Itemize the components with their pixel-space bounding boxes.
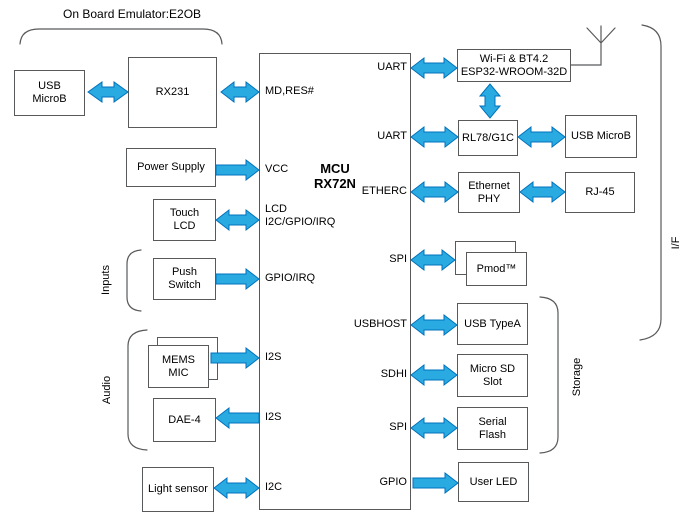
interface-bracket: [639, 24, 662, 341]
port-md-res: MD,RES#: [265, 85, 314, 97]
antenna-icon: [570, 25, 616, 66]
port-etherc: ETHERC: [361, 185, 407, 197]
port-uart-wifi: UART: [377, 61, 407, 73]
box-usb-microb-right: USB MicroB: [565, 115, 637, 158]
arrow-etherc-phy: [410, 180, 459, 204]
arrow-gpio-userled: [412, 471, 459, 495]
box-light-sensor: Light sensor: [142, 467, 214, 512]
audio-bracket: [127, 329, 148, 451]
storage-bracket: [539, 296, 559, 454]
audio-group-label: Audio: [101, 375, 113, 405]
port-lcd: LCD I2C/GPIO/IRQ: [265, 203, 336, 228]
port-usbhost: USBHOST: [353, 318, 407, 330]
box-wifi-module: Wi-Fi & BT4.2 ESP32-WROOM-32D: [457, 49, 571, 82]
inputs-bracket: [126, 249, 142, 312]
arrow-rx231-mdres: [220, 80, 260, 104]
storage-group-label: Storage: [571, 357, 583, 397]
box-serial-flash: Serial Flash: [457, 407, 528, 450]
mcu-title: MCU RX72N: [314, 161, 356, 191]
box-mems-mic: MEMS MIC: [148, 345, 209, 388]
box-micro-sd: Micro SD Slot: [457, 354, 528, 397]
inputs-group-label: Inputs: [100, 265, 112, 295]
arrow-powersupply-vcc: [215, 158, 260, 182]
arrow-usbhost-usbtypea: [410, 313, 458, 337]
port-i2c: I2C: [265, 481, 283, 493]
arrow-i2s-dae4: [215, 406, 260, 430]
arrow-rl78-usbmicrob: [517, 125, 566, 149]
box-power-supply: Power Supply: [126, 148, 216, 187]
box-user-led: User LED: [458, 462, 529, 502]
arrow-sdhi-microsd: [410, 363, 458, 387]
arrow-pushswitch-gpioirq: [215, 267, 260, 291]
box-usb-microb-left: USB MicroB: [14, 70, 85, 116]
box-rl78-g1c: RL78/G1C: [458, 120, 518, 156]
port-i2s-dae: I2S: [265, 411, 282, 423]
arrow-uart-wifi: [410, 56, 458, 80]
box-usb-typea: USB TypeA: [457, 303, 528, 345]
arrow-spi-serialflash: [410, 416, 458, 440]
box-mcu-rx72n: [259, 53, 411, 510]
arrow-touchlcd-lcd: [215, 208, 260, 232]
box-pmod: Pmod™: [466, 252, 527, 286]
emulator-bracket: [19, 28, 223, 45]
arrow-memsmic-i2s: [210, 346, 260, 370]
port-i2s-mic: I2S: [265, 351, 282, 363]
box-dae4: DAE-4: [153, 398, 216, 442]
arrow-spi-pmod: [410, 248, 456, 272]
interface-group-label: I/F: [670, 236, 682, 250]
port-sdhi: SDHI: [380, 368, 407, 380]
arrow-phy-rj45: [519, 180, 566, 204]
box-rj45: RJ-45: [565, 172, 635, 213]
arrow-lightsensor-i2c: [213, 476, 260, 500]
port-uart-rl78: UART: [377, 130, 407, 142]
arrow-wifi-rl78: [478, 83, 502, 119]
emulator-group-label: On Board Emulator:E2OB: [63, 7, 202, 21]
box-push-switch: Push Switch: [153, 258, 216, 300]
port-gpio-irq: GPIO/IRQ: [265, 272, 316, 284]
arrow-usbmicrob-rx231: [87, 81, 129, 103]
box-rx231: RX231: [128, 57, 217, 128]
port-vcc: VCC: [265, 163, 289, 175]
box-ethernet-phy: Ethernet PHY: [458, 172, 520, 213]
box-touch-lcd: Touch LCD: [153, 199, 216, 241]
port-spi-flash: SPI: [389, 421, 407, 433]
port-gpio: GPIO: [379, 476, 407, 488]
port-spi-pmod: SPI: [389, 253, 407, 265]
arrow-uart-rl78: [410, 125, 459, 149]
